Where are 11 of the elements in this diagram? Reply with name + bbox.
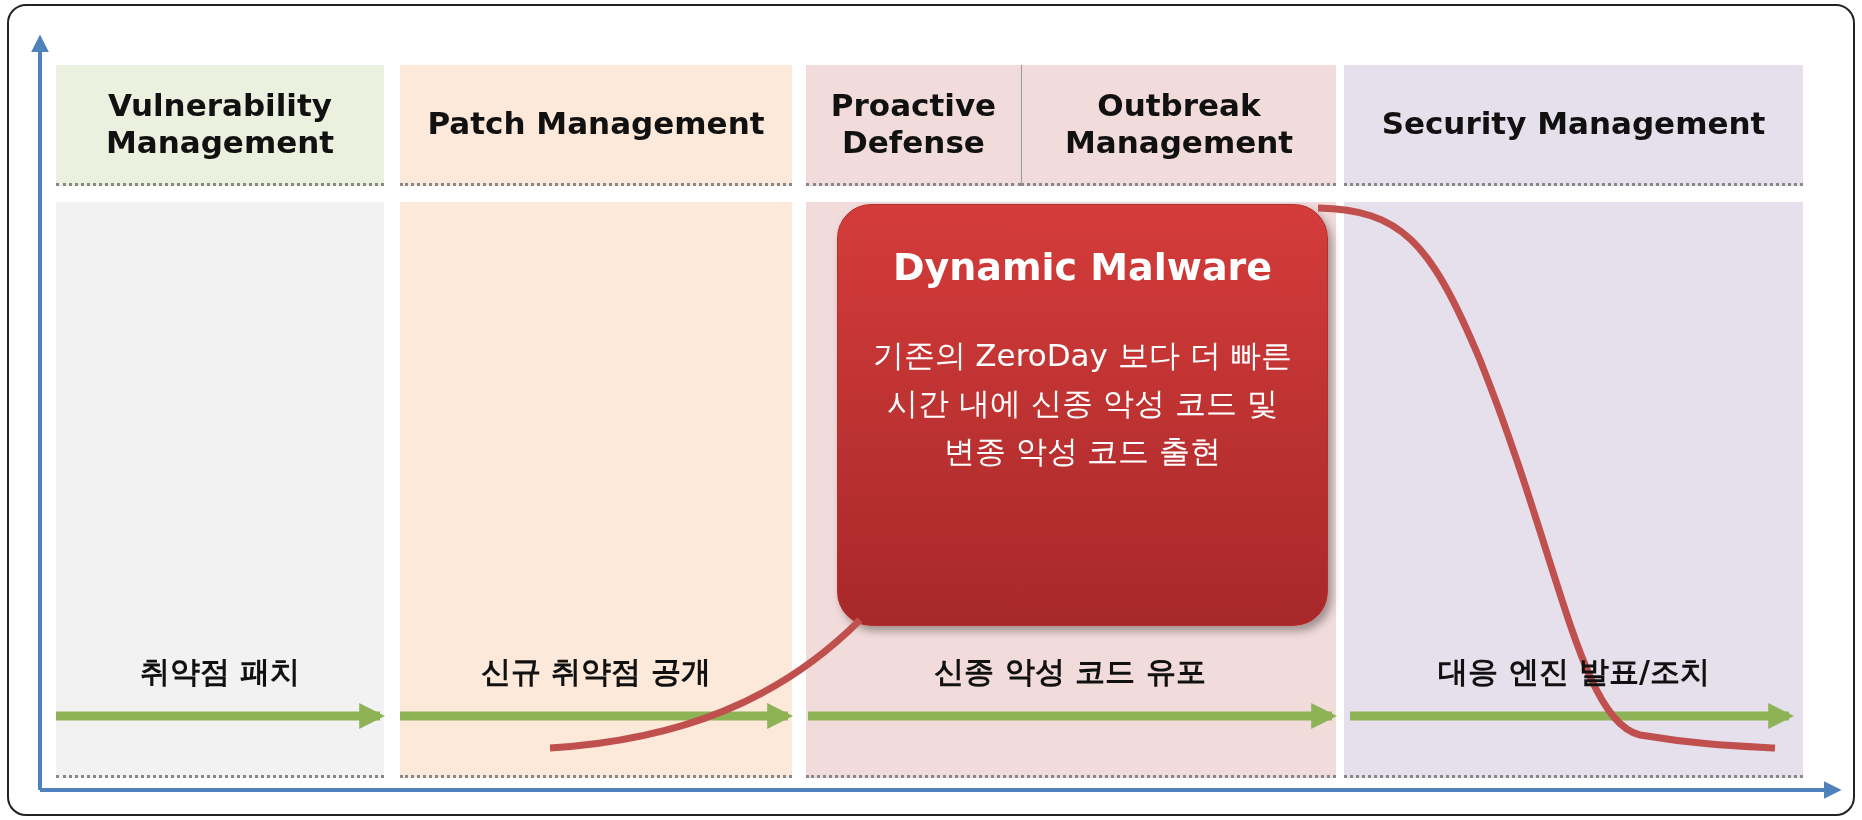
stage-label: 취약점 패치 xyxy=(138,653,302,691)
stage-label: 신규 취약점 공개 xyxy=(479,653,713,691)
column-header: Patch Management xyxy=(400,65,792,186)
column-header: Outbreak Management xyxy=(1021,65,1336,186)
column-header: Vulnerability Management xyxy=(56,65,384,186)
stage-label: 신종 악성 코드 유포 xyxy=(933,653,1207,691)
callout-text: 기존의 ZeroDay 보다 더 빠른 시간 내에 신종 악성 코드 및 변종 악성 코드 출현 xyxy=(871,336,1294,472)
callout-title: Dynamic Malware xyxy=(892,245,1273,289)
column-header: Proactive Defense xyxy=(806,65,1021,186)
column-header: Security Management xyxy=(1344,65,1803,186)
callout-box xyxy=(837,204,1328,626)
